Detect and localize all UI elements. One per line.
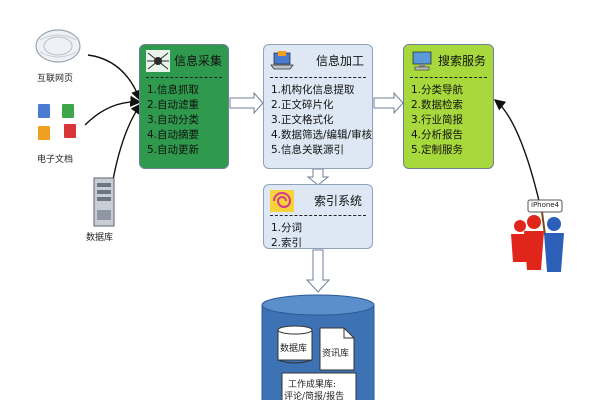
list-item: 3.行业简报	[411, 114, 464, 126]
list-item: 5.定制服务	[411, 144, 464, 156]
arrow-web-to-collect	[87, 54, 142, 102]
collect-divider	[146, 77, 222, 78]
collect-title: 信息采集	[174, 54, 223, 68]
search-title: 搜索服务	[438, 54, 487, 68]
arrow-process-to-search	[373, 91, 404, 115]
index-divider	[270, 215, 366, 216]
users-icon	[511, 199, 564, 272]
index-box: 索引系统 1.分词 2.索引	[263, 184, 373, 249]
list-item: 3.自动分类	[147, 114, 200, 126]
list-item: 1.分类导航	[411, 84, 464, 96]
list-item: 1.机构化信息提取	[271, 84, 355, 96]
arrow-collect-to-process	[229, 91, 264, 115]
process-box: 信息加工 1.机构化信息提取 2.正文碎片化 3.正文格式化 4.数据筛选/编辑…	[263, 44, 373, 169]
process-divider	[270, 77, 366, 78]
storage-results-sub-label: 评论/简报/报告	[284, 392, 345, 402]
arrow-docs-to-collect	[84, 95, 142, 126]
internet-icon	[35, 29, 81, 63]
collect-list: 1.信息抓取 2.自动滤重 3.自动分类 4.自动摘要 5.自动更新	[147, 83, 199, 158]
list-item: 1.信息抓取	[147, 84, 200, 96]
source-label-docs: 电子文档	[37, 155, 74, 165]
index-list: 1.分词 2.索引	[271, 221, 302, 251]
list-item: 2.自动滤重	[147, 99, 200, 111]
storage-news-label: 资讯库	[322, 349, 350, 359]
list-item: 4.自动摘要	[147, 129, 200, 141]
documents-icon	[38, 104, 76, 140]
arrow-db-to-collect	[111, 102, 142, 186]
laptop-icon	[270, 51, 294, 70]
list-item: 3.正文格式化	[271, 114, 334, 126]
list-item: 2.索引	[271, 237, 303, 249]
list-item: 1.分词	[271, 222, 303, 234]
collect-box: 信息采集 1.信息抓取 2.自动滤重 3.自动分类 4.自动摘要 5.自动更新	[139, 44, 229, 169]
list-item: 5.自动更新	[147, 144, 200, 156]
spider-icon	[146, 50, 170, 72]
database-server-icon	[93, 177, 115, 227]
list-item: 2.正文碎片化	[271, 99, 334, 111]
source-label-db: 数据库	[86, 233, 114, 243]
computer-icon	[412, 51, 432, 71]
search-divider	[410, 77, 487, 78]
list-item: 5.信息关联源引	[271, 144, 345, 156]
arrow-users-to-search	[493, 99, 541, 206]
search-list: 1.分类导航 2.数据检索 3.行业简报 4.分析报告 5.定制服务	[411, 83, 463, 158]
storage-results-label: 工作成果库:	[288, 380, 337, 390]
list-item: 4.分析报告	[411, 129, 464, 141]
arrow-process-to-index	[306, 168, 330, 186]
search-box: 搜索服务 1.分类导航 2.数据检索 3.行业简报 4.分析报告 5.定制服务	[403, 44, 494, 169]
index-title: 索引系统	[314, 194, 363, 208]
results-card	[281, 372, 357, 400]
swirl-icon	[270, 190, 294, 212]
list-item: 2.数据检索	[411, 99, 464, 111]
iphone-sign-label: iPhone4	[531, 201, 560, 209]
db-cylinder-icon	[277, 325, 313, 364]
process-list: 1.机构化信息提取 2.正文碎片化 3.正文格式化 4.数据筛选/编辑/审核 5…	[271, 83, 372, 158]
document-icon	[319, 327, 355, 371]
process-title: 信息加工	[316, 54, 365, 68]
list-item: 4.数据筛选/编辑/审核	[271, 129, 373, 141]
source-label-web: 互联网页	[37, 74, 74, 84]
storage-db-label: 数据库	[280, 344, 308, 354]
arrow-index-to-storage	[305, 249, 331, 293]
